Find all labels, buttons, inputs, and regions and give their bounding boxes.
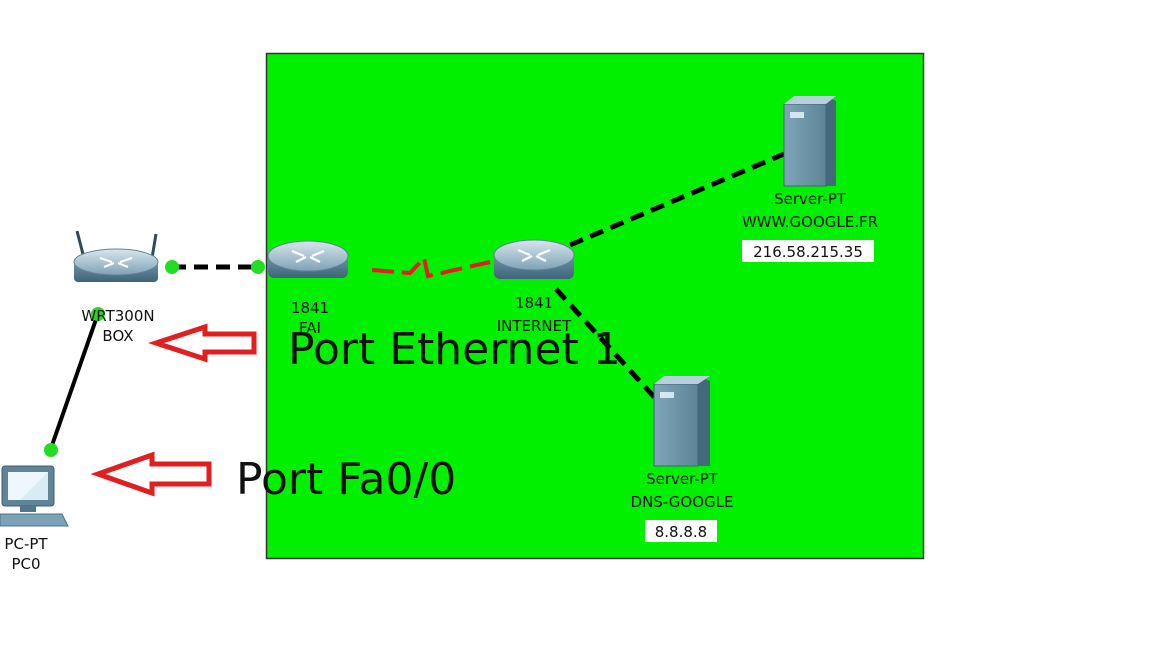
device-pc[interactable]: PC-PT PC0 [0, 465, 69, 573]
server-icon [653, 376, 710, 467]
annotation-port-fa: Port Fa0/0 [236, 454, 456, 505]
port-light-box-fai [165, 260, 179, 274]
port-light-box-pc [91, 307, 105, 321]
web-model-label: Server-PT [774, 190, 847, 208]
port-light-pc-box [44, 443, 58, 457]
device-router-fai[interactable]: 1841 FAI [267, 240, 349, 337]
pc-name-label: PC0 [11, 555, 40, 573]
pc-model-label: PC-PT [4, 535, 48, 553]
port-lights [44, 260, 265, 457]
web-name-label: WWW.GOOGLE.FR [742, 213, 878, 231]
link-pc-box[interactable] [48, 307, 102, 452]
device-router-internet[interactable]: 1841 INTERNET [493, 239, 575, 335]
internet-model-label: 1841 [515, 294, 553, 312]
left-arrow-icon [90, 451, 212, 497]
box-model-label: WRT300N [81, 307, 154, 325]
server-icon [783, 96, 836, 187]
link-internet-web[interactable] [569, 151, 785, 248]
left-arrow-icon [147, 323, 257, 363]
link-internet-dns[interactable] [554, 287, 658, 401]
dns-ip-badge [645, 520, 717, 542]
links [48, 151, 785, 452]
box-name-label: BOX [102, 327, 133, 345]
fai-name-label: FAI [299, 319, 321, 337]
link-fai-internet-serial[interactable] [371, 253, 491, 279]
device-server-dns[interactable]: Server-PT DNS-GOOGLE 8.8.8.8 [631, 376, 734, 542]
router-icon [493, 239, 575, 279]
fai-model-label: 1841 [291, 299, 329, 317]
device-server-web[interactable]: Server-PT WWW.GOOGLE.FR 216.58.215.35 [742, 96, 878, 262]
dns-ip-label: 8.8.8.8 [655, 523, 707, 541]
internet-name-label: INTERNET [497, 317, 572, 335]
port-light-fai-box [251, 260, 265, 274]
pc-icon [0, 465, 69, 527]
web-ip-label: 216.58.215.35 [753, 243, 863, 261]
wireless-router-icon [73, 230, 159, 282]
web-ip-badge [742, 240, 874, 262]
device-box[interactable]: WRT300N BOX [73, 230, 159, 345]
dns-model-label: Server-PT [646, 470, 719, 488]
dns-name-label: DNS-GOOGLE [631, 493, 734, 511]
annotation-port-ethernet: Port Ethernet 1 [288, 324, 621, 375]
router-icon [267, 240, 349, 278]
